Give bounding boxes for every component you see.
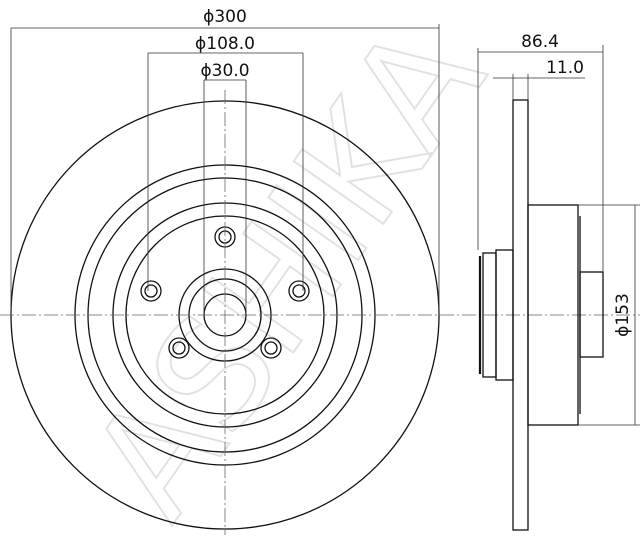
centerlines [0,90,640,535]
hub-spigot [579,271,604,358]
hub-diameter-label: ϕ153 [613,293,633,337]
side-dimension-lines [477,45,640,426]
disc-thickness-label: 11.0 [546,58,584,78]
hub-body [527,204,579,426]
bearing-ring [482,252,497,378]
side-view [478,99,604,531]
front-dimension-lines [10,24,440,315]
hub-inner [125,215,325,415]
outer-diameter-label: ϕ300 [203,7,247,27]
center-bore-label: ϕ30.0 [200,61,249,81]
overall-height-label: 86.4 [521,32,559,52]
bolt-circle-label: ϕ108.0 [195,34,255,54]
watermark: ASHIKA [58,0,518,540]
